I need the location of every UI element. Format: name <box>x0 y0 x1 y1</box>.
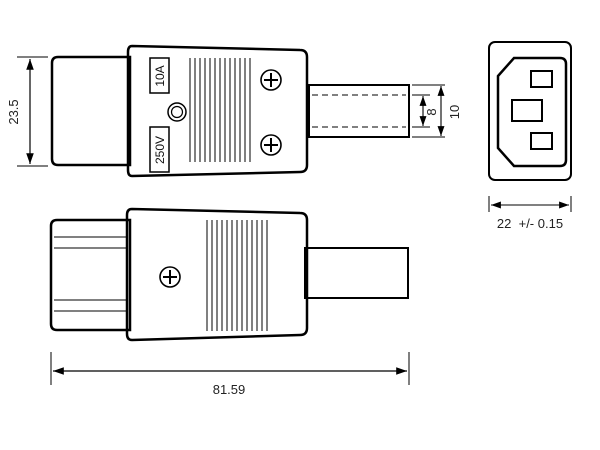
voltage-rating-text: 250V <box>153 136 167 164</box>
plus-screw-icon <box>260 134 282 156</box>
side-cable <box>304 247 409 299</box>
top-body <box>126 44 309 178</box>
socket-outline <box>496 56 568 168</box>
socket-pin-top <box>530 70 553 88</box>
side-view: 81.59 <box>49 207 410 397</box>
top-grip-ribs <box>189 58 251 162</box>
plus-screw-icon <box>159 266 181 288</box>
side-body <box>125 207 309 342</box>
cable-inner-dimension-text: 8 <box>424 108 439 115</box>
top-cable <box>308 84 410 138</box>
height-dimension: 23.5 <box>6 56 48 167</box>
side-plug-cap <box>49 218 132 332</box>
plus-screw-icon <box>260 69 282 91</box>
length-dimension: 81.59 <box>50 352 410 397</box>
socket-front-view: 22 +/- 0.15 <box>488 41 572 231</box>
socket-pin-earth <box>511 99 543 122</box>
top-view: 10A 250V 23.5 <box>6 44 462 178</box>
length-dimension-text: 81.59 <box>213 382 246 397</box>
current-rating-label: 10A <box>149 57 170 94</box>
socket-width-dimension-text: 22 +/- 0.15 <box>497 216 563 231</box>
cable-dimensions: 8 10 <box>412 84 462 138</box>
ring-icon <box>167 102 187 122</box>
socket-pin-bottom <box>530 132 553 150</box>
current-rating-text: 10A <box>153 65 167 86</box>
top-plug-cap <box>50 55 132 167</box>
voltage-rating-label: 250V <box>149 126 170 173</box>
socket-width-dimension: 22 +/- 0.15 <box>488 196 572 231</box>
height-dimension-text: 23.5 <box>6 99 21 124</box>
cable-outer-dimension-text: 10 <box>447 105 462 119</box>
side-grip-ribs <box>206 220 268 331</box>
